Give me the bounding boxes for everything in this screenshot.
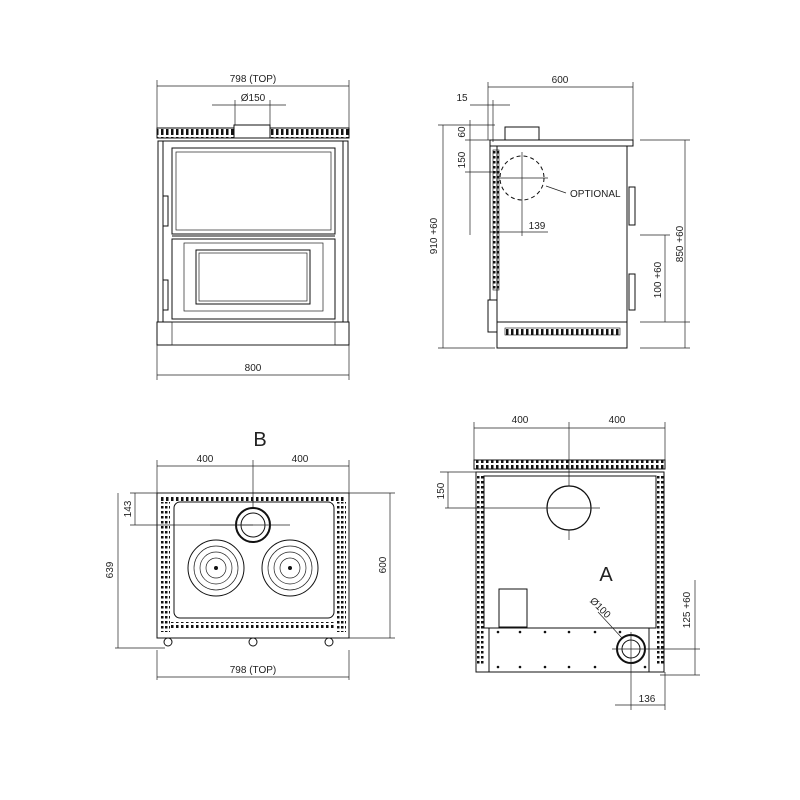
back-half-right: 400 (609, 415, 626, 426)
front-flue-diameter: Ø150 (241, 93, 266, 104)
back-view: 400 400 150 A Ø100 12 (436, 415, 700, 710)
side-view: 600 15 60 150 910 +60 OPTIONAL 139 (429, 75, 690, 349)
left-hotplate (187, 539, 245, 597)
back-view-label: A (599, 564, 613, 586)
top-half-left: 400 (197, 454, 214, 465)
side-foot-height: 100 +60 (653, 261, 664, 298)
back-air-offset: 136 (639, 694, 656, 705)
top-view-label: B (253, 429, 266, 451)
front-top-width: 798 (TOP) (230, 74, 277, 85)
back-flue-offset: 150 (436, 482, 447, 499)
right-hotplate (261, 539, 319, 597)
top-depth-inner: 600 (378, 556, 389, 573)
front-base-width: 800 (245, 363, 262, 374)
top-half-right: 400 (292, 454, 309, 465)
back-air-diameter: Ø100 (587, 596, 612, 621)
back-air-height: 125 +60 (682, 591, 693, 628)
side-body-height: 850 +60 (675, 225, 686, 262)
top-view: B 400 400 (105, 429, 395, 680)
side-depth: 600 (552, 75, 569, 86)
back-half-left: 400 (512, 415, 529, 426)
top-bottom-width: 798 (TOP) (230, 665, 277, 676)
side-flue-height: 150 (457, 151, 468, 168)
top-flue-offset: 143 (123, 500, 134, 517)
side-offset-a: 60 (457, 126, 468, 138)
side-flue-center: 139 (529, 221, 546, 232)
front-view: 798 (TOP) Ø150 800 (156, 74, 350, 380)
top-depth-outer: 639 (105, 561, 116, 578)
side-offset-top: 15 (456, 93, 468, 104)
side-total-height: 910 +60 (429, 217, 440, 254)
side-optional-label: OPTIONAL (570, 189, 621, 200)
